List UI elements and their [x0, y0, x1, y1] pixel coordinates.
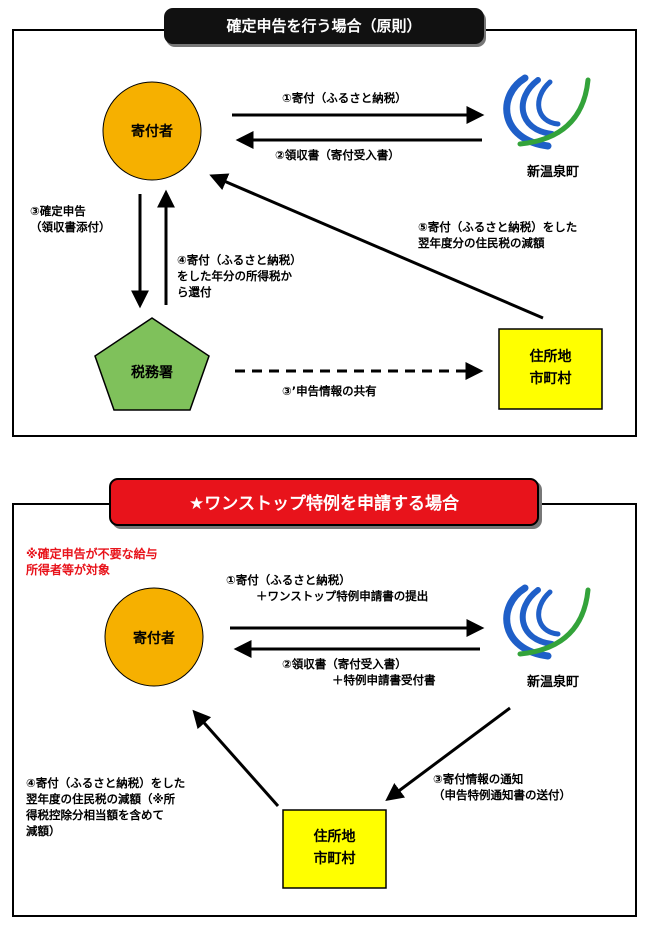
step1-label: ①寄付（ふるさと納税）	[282, 91, 407, 105]
town-name: 新温泉町	[526, 165, 579, 180]
step4-label: ④寄付（ふるさと納税） をした年分の所得税か ら還付	[177, 252, 302, 300]
step2-1-line1: ①寄付（ふるさと納税）	[226, 573, 351, 587]
municipality-line2: 市町村	[529, 371, 572, 387]
step2-3-line2: （申告特例通知書の送付）	[433, 788, 571, 802]
note-line2: 所得者等が対象	[26, 563, 111, 577]
panel2-title: ★ワンストップ特例を申請する場合	[109, 478, 539, 526]
tax-office-label: 税務署	[131, 365, 173, 381]
municipality-box-2	[282, 809, 387, 889]
step2-4-line1: ④寄付（ふるさと納税）をした	[26, 776, 186, 790]
step2-1-line2: ＋ワンストップ特例申請書の提出	[256, 589, 429, 603]
step5-line2: 翌年度分の住民税の減額	[418, 236, 545, 250]
step3-line1: ③確定申告	[30, 204, 86, 218]
donor-circle-2	[104, 587, 204, 687]
donor-label: 寄付者	[131, 124, 173, 140]
town-logo-icon	[503, 74, 591, 150]
tax-office-pentagon	[94, 317, 210, 411]
step5-label: ⑤寄付（ふるさと納税）をした 翌年度分の住民税の減額	[418, 219, 577, 251]
step2-3-label: ③寄付情報の通知 （申告特例通知書の送付）	[433, 771, 571, 803]
step2-2-line1: ②領収書（寄付受入書）	[282, 657, 407, 671]
municipality-label: 住所地 市町村	[499, 346, 602, 390]
step2-3-line1: ③寄付情報の通知	[433, 772, 524, 786]
arrow2-step3	[385, 706, 511, 802]
step2-2-label: ②領収書（寄付受入書） ＋特例申請書受付書	[282, 656, 436, 688]
arrow2-step4	[192, 709, 280, 807]
step3b-label: ③’申告情報の共有	[282, 384, 377, 398]
donor-circle	[102, 81, 202, 181]
donor-label-2: 寄付者	[133, 631, 175, 647]
municipality-line1: 住所地	[529, 349, 572, 365]
town-logo-icon-2	[503, 584, 591, 660]
step2-1-label: ①寄付（ふるさと納税） ＋ワンストップ特例申請書の提出	[222, 572, 482, 604]
step3-label: ③確定申告 （領収書添付）	[30, 203, 111, 235]
step2-4-label: ④寄付（ふるさと納税）をした 翌年度の住民税の減額（※所 得税控除分相当額を含め…	[26, 775, 185, 839]
step2-2-line2: ＋特例申請書受付書	[332, 673, 436, 687]
town-name-2: 新温泉町	[526, 675, 579, 690]
panel1-title: 確定申告を行う場合（原則）	[164, 8, 484, 44]
step2-4-line2: 翌年度の住民税の減額（※所	[26, 792, 176, 806]
note-line1: ※確定申告が不要な給与	[26, 547, 158, 561]
municipality-label-2: 住所地 市町村	[283, 826, 386, 870]
arrow-step5	[209, 173, 544, 320]
municipality2-line1: 住所地	[313, 829, 356, 845]
step2-4-line3: 得税控除分相当額を含めて	[26, 808, 164, 822]
step2-label: ②領収書（寄付受入書）	[275, 148, 400, 162]
municipality2-line2: 市町村	[313, 851, 356, 867]
step2-4-line4: 減額）	[26, 824, 61, 838]
step3-line2: （領収書添付）	[30, 220, 111, 234]
step4-line1: ④寄付（ふるさと納税）	[177, 253, 302, 267]
municipality-box	[498, 328, 603, 410]
step4-line3: ら還付	[177, 285, 212, 299]
step5-line1: ⑤寄付（ふるさと納税）をした	[418, 220, 578, 234]
eligibility-note: ※確定申告が不要な給与 所得者等が対象	[26, 546, 158, 578]
step4-line2: をした年分の所得税か	[177, 269, 292, 283]
